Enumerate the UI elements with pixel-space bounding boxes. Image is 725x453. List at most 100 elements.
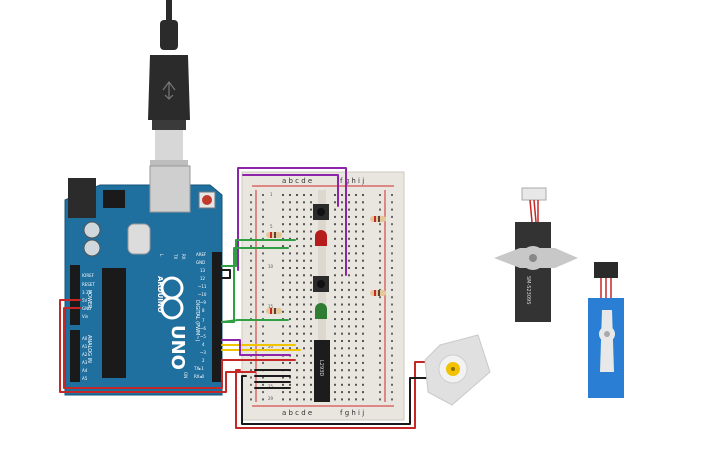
breadboard-hole[interactable] [310, 252, 312, 255]
rail-hole[interactable] [391, 252, 393, 255]
rail-hole[interactable] [262, 237, 264, 240]
breadboard-hole[interactable] [362, 215, 364, 218]
rail-hole[interactable] [379, 237, 381, 240]
breadboard-hole[interactable] [310, 376, 312, 379]
rail-hole[interactable] [391, 398, 393, 401]
breadboard-hole[interactable] [362, 252, 364, 255]
breadboard-hole[interactable] [334, 230, 336, 233]
rail-hole[interactable] [250, 252, 252, 255]
breadboard-hole[interactable] [355, 398, 357, 401]
breadboard-hole[interactable] [348, 332, 350, 335]
breadboard-hole[interactable] [303, 223, 305, 226]
breadboard-hole[interactable] [289, 296, 291, 299]
rail-hole[interactable] [250, 274, 252, 277]
breadboard-hole[interactable] [348, 237, 350, 240]
breadboard-hole[interactable] [355, 194, 357, 196]
breadboard-hole[interactable] [289, 208, 291, 211]
rail-hole[interactable] [391, 288, 393, 291]
rail-hole[interactable] [250, 194, 252, 196]
breadboard-hole[interactable] [355, 259, 357, 262]
breadboard-hole[interactable] [355, 208, 357, 211]
breadboard-hole[interactable] [362, 383, 364, 386]
rail-hole[interactable] [379, 347, 381, 350]
breadboard-hole[interactable] [282, 340, 284, 342]
breadboard-hole[interactable] [334, 340, 336, 342]
breadboard-hole[interactable] [310, 288, 312, 291]
breadboard-hole[interactable] [282, 223, 284, 226]
breadboard-hole[interactable] [348, 383, 350, 386]
breadboard-hole[interactable] [310, 310, 312, 313]
breadboard-hole[interactable] [334, 223, 336, 226]
breadboard-hole[interactable] [310, 354, 312, 357]
breadboard-hole[interactable] [362, 230, 364, 233]
breadboard-hole[interactable] [341, 194, 343, 196]
breadboard-hole[interactable] [303, 376, 305, 379]
breadboard-hole[interactable] [296, 252, 298, 255]
breadboard-hole[interactable] [348, 347, 350, 350]
rail-hole[interactable] [391, 223, 393, 226]
rail-hole[interactable] [250, 391, 252, 394]
breadboard-hole[interactable] [362, 208, 364, 211]
breadboard-hole[interactable] [282, 303, 284, 306]
breadboard-hole[interactable] [348, 296, 350, 299]
breadboard-hole[interactable] [334, 237, 336, 240]
breadboard-hole[interactable] [341, 383, 343, 386]
breadboard-hole[interactable] [341, 208, 343, 211]
rail-hole[interactable] [391, 340, 393, 342]
breadboard-hole[interactable] [334, 318, 336, 321]
breadboard-hole[interactable] [289, 215, 291, 218]
breadboard-hole[interactable] [355, 274, 357, 277]
wire-black-gnd[interactable] [221, 269, 231, 279]
breadboard-hole[interactable] [303, 245, 305, 248]
breadboard-hole[interactable] [282, 267, 284, 269]
rail-hole[interactable] [379, 340, 381, 342]
breadboard-hole[interactable] [341, 347, 343, 350]
breadboard-hole[interactable] [296, 303, 298, 306]
breadboard-hole[interactable] [334, 354, 336, 357]
breadboard-hole[interactable] [289, 288, 291, 291]
rail-hole[interactable] [391, 194, 393, 196]
breadboard-hole[interactable] [348, 194, 350, 196]
breadboard-hole[interactable] [310, 223, 312, 226]
breadboard-hole[interactable] [296, 223, 298, 226]
rail-hole[interactable] [379, 274, 381, 277]
breadboard-hole[interactable] [362, 332, 364, 335]
rail-hole[interactable] [262, 325, 264, 328]
breadboard-hole[interactable] [334, 391, 336, 394]
breadboard-hole[interactable] [303, 325, 305, 328]
breadboard-hole[interactable] [348, 354, 350, 357]
rail-hole[interactable] [262, 296, 264, 299]
rail-hole[interactable] [391, 245, 393, 248]
breadboard-hole[interactable] [303, 361, 305, 364]
breadboard-hole[interactable] [282, 252, 284, 255]
breadboard-hole[interactable] [310, 194, 312, 196]
servo-large-connector[interactable] [521, 187, 547, 201]
breadboard-hole[interactable] [310, 369, 312, 372]
rail-hole[interactable] [262, 194, 264, 196]
usb-cable[interactable] [148, 0, 190, 166]
breadboard-hole[interactable] [296, 383, 298, 386]
rail-hole[interactable] [250, 369, 252, 372]
breadboard-hole[interactable] [282, 208, 284, 211]
rail-hole[interactable] [250, 281, 252, 284]
breadboard-hole[interactable] [348, 325, 350, 328]
breadboard-hole[interactable] [341, 354, 343, 357]
breadboard-hole[interactable] [296, 332, 298, 335]
breadboard-hole[interactable] [296, 398, 298, 401]
rail-hole[interactable] [250, 398, 252, 401]
rail-hole[interactable] [379, 267, 381, 269]
breadboard-hole[interactable] [348, 398, 350, 401]
rail-hole[interactable] [391, 201, 393, 204]
breadboard-hole[interactable] [341, 318, 343, 321]
breadboard-hole[interactable] [296, 215, 298, 218]
wire-purple-low[interactable] [221, 339, 291, 356]
rail-hole[interactable] [391, 347, 393, 350]
wire-purple-inner[interactable] [242, 174, 339, 207]
breadboard-hole[interactable] [289, 303, 291, 306]
rail-hole[interactable] [262, 281, 264, 284]
breadboard-hole[interactable] [303, 391, 305, 394]
breadboard-hole[interactable] [362, 325, 364, 328]
breadboard-hole[interactable] [348, 208, 350, 211]
breadboard-hole[interactable] [362, 201, 364, 204]
rail-hole[interactable] [262, 340, 264, 342]
